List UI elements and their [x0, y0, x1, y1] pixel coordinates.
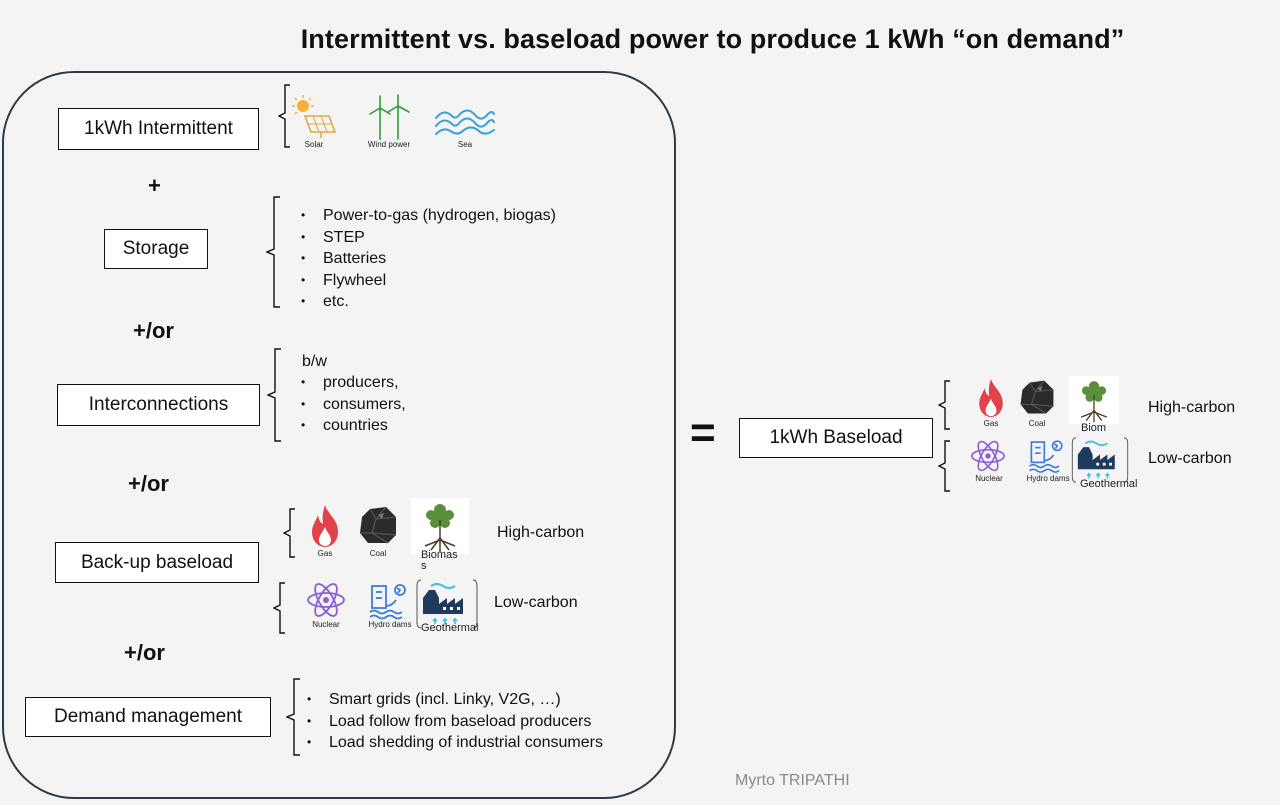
coal-icon — [1020, 380, 1054, 414]
interconnections-box: Interconnections — [57, 384, 260, 426]
right-low-brace — [938, 440, 950, 492]
demand-brace — [286, 678, 300, 756]
demand-list: Smart grids (incl. Linky, V2G, …) Load f… — [303, 689, 603, 754]
right-nuclear-caption: Nuclear — [975, 474, 1003, 483]
backup-low-brace — [273, 582, 285, 634]
list-item: producers, — [297, 372, 406, 394]
storage-brace — [266, 196, 280, 308]
geothermal-plant-icon — [1071, 437, 1129, 483]
gas-caption: Gas — [317, 549, 333, 558]
demand-management-label: Demand management — [54, 706, 242, 727]
right-biomass-caption: Biom — [1081, 422, 1107, 434]
author-credit: Myrto TRIPATHI — [735, 772, 850, 789]
backup-high-carbon-label: High-carbon — [497, 524, 585, 541]
sea-waves-icon — [435, 109, 495, 135]
intermittent-brace — [278, 84, 290, 148]
backup-baseload-box: Back-up baseload — [55, 542, 259, 583]
storage-list: Power-to-gas (hydrogen, biogas) STEP Bat… — [297, 205, 556, 313]
list-item: Flywheel — [297, 270, 556, 292]
solar-caption: Solar — [304, 140, 324, 149]
right-coal-caption: Coal — [1028, 419, 1046, 428]
right-geothermal-item: Geothermal — [1070, 436, 1137, 490]
page-title: Intermittent vs. baseload power to produ… — [300, 24, 1125, 54]
list-item: STEP — [297, 227, 556, 249]
and-or-operator-3: +/or — [124, 640, 165, 665]
list-item: Batteries — [297, 248, 556, 270]
list-item: Load shedding of industrial consumers — [303, 732, 603, 754]
sea-caption: Sea — [457, 140, 473, 149]
baseload-box: 1kWh Baseload — [739, 418, 933, 458]
list-item: etc. — [297, 291, 556, 313]
nuclear-item: Nuclear — [304, 580, 348, 629]
right-high-carbon-label: High-carbon — [1148, 399, 1236, 416]
right-high-brace — [938, 380, 950, 430]
biomass-tree-icon — [411, 498, 469, 554]
geothermal-item: Geothermal — [415, 578, 479, 634]
hydro-caption: Hydro dams — [368, 620, 412, 629]
hydro-item: Hydro dams — [364, 580, 416, 629]
hydro-dam-icon — [369, 584, 406, 620]
gas-flame-icon — [312, 505, 338, 547]
storage-label: Storage — [122, 238, 190, 259]
coal-item: Coal — [356, 503, 400, 558]
right-low-carbon-label: Low-carbon — [1148, 450, 1232, 467]
and-or-operator-2: +/or — [128, 471, 169, 496]
list-item: countries — [297, 415, 406, 437]
demand-management-box: Demand management — [25, 697, 271, 737]
list-item: consumers, — [297, 394, 406, 416]
backup-baseload-label: Back-up baseload — [80, 551, 234, 573]
gas-item: Gas — [304, 503, 346, 558]
backup-low-carbon-label: Low-carbon — [494, 594, 578, 611]
biomass-tree-icon — [1069, 376, 1119, 424]
right-nuclear-item: Nuclear — [968, 438, 1010, 483]
storage-box: Storage — [104, 229, 208, 269]
sea-item: Sea — [434, 104, 496, 149]
right-geothermal-caption: Geothermal — [1080, 478, 1138, 490]
interconnections-label: Interconnections — [88, 394, 229, 415]
sources-panel — [2, 71, 676, 799]
right-gas-caption: Gas — [983, 419, 999, 428]
backup-high-brace — [283, 508, 295, 558]
and-or-operator-1: +/or — [133, 318, 174, 343]
equals-sign: = — [690, 408, 716, 457]
interconnections-intro: b/w — [302, 353, 327, 370]
list-item: Load follow from baseload producers — [303, 711, 603, 733]
coal-caption: Coal — [369, 549, 387, 558]
solar-panel-icon — [292, 95, 337, 138]
right-hydro-caption: Hydro dams — [1026, 474, 1070, 483]
interconnections-brace — [267, 348, 281, 442]
interconnections-list: producers, consumers, countries — [297, 372, 406, 437]
right-gas-item: Gas — [972, 377, 1010, 428]
geothermal-caption: Geothermal — [421, 622, 479, 634]
wind-turbine-icon — [369, 94, 410, 140]
biomass-item: Biomas s — [411, 498, 469, 572]
list-item: Power-to-gas (hydrogen, biogas) — [297, 205, 556, 227]
nuclear-caption: Nuclear — [312, 620, 340, 629]
right-biomass-item: Biom — [1069, 376, 1119, 434]
list-item: Smart grids (incl. Linky, V2G, …) — [303, 689, 603, 711]
solar-item: Solar — [291, 94, 337, 149]
intermittent-box: 1kWh Intermittent — [58, 108, 259, 150]
plus-operator: + — [148, 173, 161, 198]
geothermal-plant-icon — [416, 579, 478, 629]
intermittent-label: 1kWh Intermittent — [84, 118, 233, 139]
right-coal-item: Coal — [1016, 377, 1058, 428]
wind-caption: Wind power — [367, 140, 411, 149]
coal-icon — [360, 506, 397, 544]
nuclear-atom-icon — [307, 583, 345, 617]
biomass-caption: Biomas s — [421, 549, 458, 572]
right-hydro-item: Hydro dams — [1024, 436, 1072, 483]
wind-item: Wind power — [364, 94, 414, 149]
hydro-dam-icon — [1029, 440, 1063, 473]
baseload-label: 1kWh Baseload — [769, 427, 903, 448]
gas-flame-icon — [979, 379, 1003, 417]
nuclear-atom-icon — [970, 440, 1006, 472]
